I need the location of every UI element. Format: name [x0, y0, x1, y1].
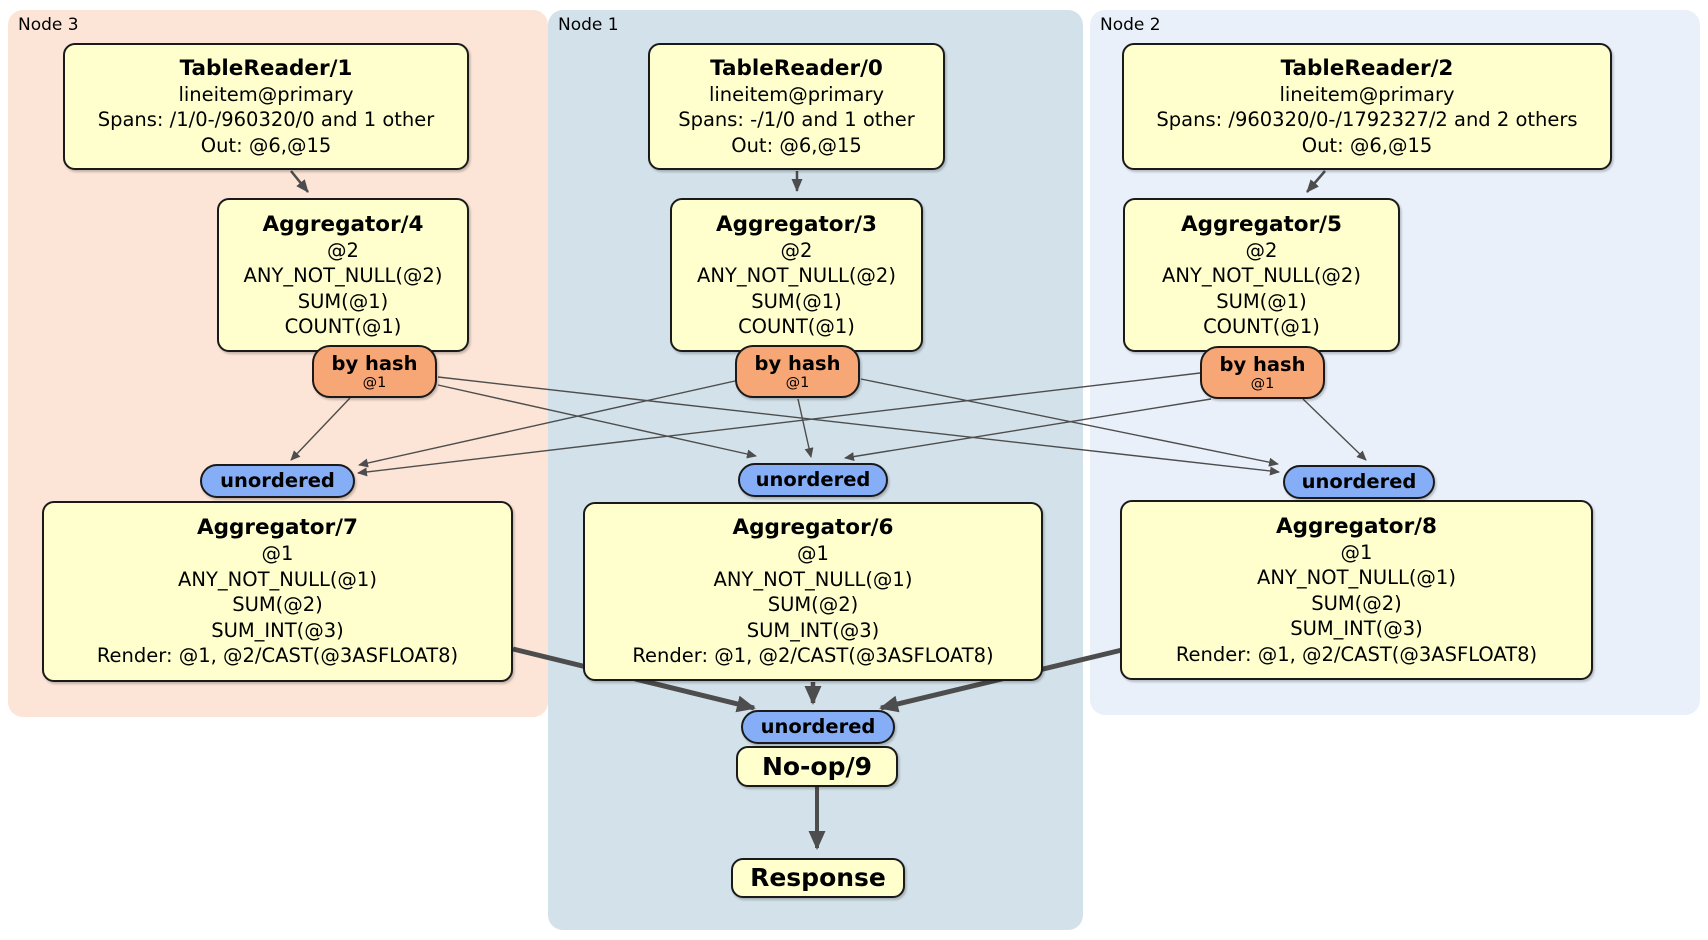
processor-detail: COUNT(@1) — [738, 315, 855, 338]
processor-detail: @1 — [1340, 540, 1373, 564]
sync-unordered-final: unordered — [741, 710, 895, 744]
processor-detail: Out: @6,@15 — [1301, 133, 1433, 157]
processor-detail: ANY_NOT_NULL(@1) — [178, 567, 377, 591]
processor-title: TableReader/1 — [179, 55, 353, 81]
processor-detail: ANY_NOT_NULL(@2) — [697, 264, 896, 287]
processor-tablereader-1: TableReader/1 lineitem@primary Spans: /1… — [63, 43, 469, 170]
processor-detail: @2 — [780, 238, 813, 262]
sync-label: unordered — [220, 469, 335, 492]
processor-detail: Spans: -/1/0 and 1 other — [678, 108, 915, 132]
region-node-3-label: Node 3 — [18, 15, 79, 35]
processor-title: Response — [750, 863, 886, 892]
processor-detail: lineitem@primary — [178, 82, 354, 106]
router-by-hash-node2: by hash @1 — [1200, 346, 1325, 399]
region-node-2-label: Node 2 — [1100, 15, 1161, 35]
processor-tablereader-0: TableReader/0 lineitem@primary Spans: -/… — [648, 43, 945, 170]
edge-hash2-unordered2 — [1302, 398, 1367, 461]
processor-detail: SUM(@1) — [297, 289, 389, 313]
processor-detail: Render: @1, @2/CAST(@3ASFLOAT8) — [96, 644, 459, 668]
processor-detail: Out: @6,@15 — [200, 133, 332, 157]
processor-title: Aggregator/3 — [716, 211, 877, 237]
processor-detail: SUM(@1) — [751, 289, 842, 313]
edge-hash3-unordered2 — [437, 376, 1280, 476]
processor-detail: @1 — [797, 542, 829, 566]
processor-detail: ANY_NOT_NULL(@1) — [1257, 566, 1456, 590]
processor-title: TableReader/0 — [710, 55, 883, 81]
processor-detail: SUM(@2) — [232, 593, 323, 617]
processor-aggregator-3: Aggregator/3 @2 ANY_NOT_NULL(@2) SUM(@1)… — [670, 198, 923, 352]
processor-detail: SUM(@2) — [1311, 591, 1402, 615]
router-key: @1 — [362, 374, 387, 391]
processor-title: No-op/9 — [761, 751, 873, 781]
sync-unordered-node2: unordered — [1283, 465, 1435, 499]
processor-detail: COUNT(@1) — [1203, 315, 1320, 338]
router-label: by hash — [754, 351, 841, 375]
sync-label: unordered — [760, 715, 876, 738]
edge-hash3-unordered3 — [290, 397, 351, 461]
processor-detail: SUM_INT(@3) — [1290, 617, 1423, 641]
processor-title: Aggregator/5 — [1181, 211, 1342, 237]
processor-aggregator-6: Aggregator/6 @1 ANY_NOT_NULL(@1) SUM(@2)… — [583, 502, 1043, 681]
processor-aggregator-4: Aggregator/4 @2 ANY_NOT_NULL(@2) SUM(@1)… — [217, 198, 469, 352]
sync-unordered-node3: unordered — [200, 464, 355, 498]
router-key: @1 — [1250, 375, 1275, 392]
router-key: @1 — [785, 374, 810, 391]
sync-unordered-node1: unordered — [738, 463, 888, 497]
processor-aggregator-7: Aggregator/7 @1 ANY_NOT_NULL(@1) SUM(@2)… — [42, 501, 513, 682]
processor-detail: lineitem@primary — [708, 82, 885, 106]
sync-label: unordered — [755, 468, 871, 491]
processor-response: Response — [731, 858, 905, 898]
edge-tablereader2-aggregator5 — [1306, 170, 1326, 193]
processor-detail: @2 — [327, 238, 359, 262]
processor-detail: @1 — [261, 542, 294, 566]
processor-detail: SUM_INT(@3) — [211, 618, 344, 642]
processor-detail: Spans: /1/0-/960320/0 and 1 other — [97, 108, 435, 132]
processor-detail: ANY_NOT_NULL(@1) — [713, 567, 913, 591]
router-by-hash-node1: by hash @1 — [735, 345, 860, 398]
edge-tablereader1-aggregator4 — [290, 170, 309, 193]
edge-hash2-unordered3 — [357, 372, 1201, 477]
processor-detail: ANY_NOT_NULL(@2) — [1162, 264, 1361, 287]
processor-detail: Out: @6,@15 — [731, 133, 862, 157]
processor-detail: SUM(@1) — [1216, 289, 1307, 313]
processor-detail: Spans: /960320/0-/1792327/2 and 2 others — [1156, 108, 1578, 132]
processor-title: Aggregator/4 — [262, 211, 424, 237]
processor-detail: SUM(@2) — [767, 593, 859, 617]
processor-aggregator-8: Aggregator/8 @1 ANY_NOT_NULL(@1) SUM(@2)… — [1120, 500, 1593, 680]
processor-title: Aggregator/6 — [732, 515, 894, 541]
processor-detail: @2 — [1245, 238, 1278, 262]
processor-noop-9: No-op/9 — [736, 746, 898, 787]
router-label: by hash — [1219, 352, 1306, 376]
edge-hash1-unordered1 — [797, 398, 814, 458]
processor-title: Aggregator/7 — [197, 515, 358, 541]
region-node-1-label: Node 1 — [558, 15, 619, 35]
processor-tablereader-2: TableReader/2 lineitem@primary Spans: /9… — [1122, 43, 1612, 170]
processor-detail: SUM_INT(@3) — [746, 618, 880, 642]
processor-title: Aggregator/8 — [1276, 513, 1437, 539]
router-by-hash-node3: by hash @1 — [312, 345, 437, 398]
processor-detail: ANY_NOT_NULL(@2) — [243, 264, 443, 287]
processor-title: TableReader/2 — [1280, 55, 1454, 81]
edge-hash2-unordered1 — [844, 398, 1212, 462]
processor-aggregator-5: Aggregator/5 @2 ANY_NOT_NULL(@2) SUM(@1)… — [1123, 198, 1400, 352]
processor-detail: Render: @1, @2/CAST(@3ASFLOAT8) — [632, 644, 994, 668]
router-label: by hash — [331, 351, 418, 375]
edge-hash3-unordered1 — [437, 384, 757, 459]
processor-detail: COUNT(@1) — [284, 315, 402, 338]
edge-hash1-unordered3 — [358, 380, 736, 468]
processor-detail: lineitem@primary — [1279, 82, 1455, 106]
sync-label: unordered — [1301, 470, 1417, 493]
processor-detail: Render: @1, @2/CAST(@3ASFLOAT8) — [1175, 642, 1538, 666]
